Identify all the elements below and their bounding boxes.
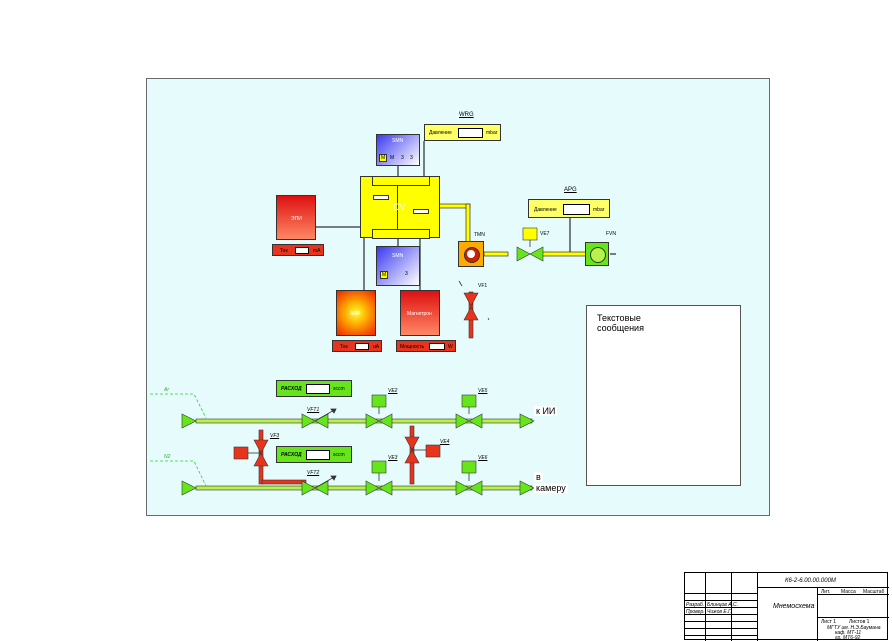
org-line2: каф. МТ-11 (835, 630, 862, 636)
smn-bottom-value: 3 (405, 271, 408, 277)
chamber-port-right (413, 209, 429, 214)
ve6-label: VE6 (478, 455, 488, 461)
drawing-title-block: К6-2-6.00.00.000М Мнемосхема Лит. Масса … (684, 572, 889, 641)
doc-code: К6-2-6.00.00.000М (785, 578, 836, 584)
to-chamber-label-1: в (534, 472, 543, 482)
epi-current-unit: mA (313, 248, 321, 254)
magnetron-power-value (429, 343, 445, 350)
aii-current-label: Ток (340, 344, 348, 350)
to-chamber-label-2: камеру (534, 483, 568, 493)
epi-current-label: Ток (280, 248, 288, 254)
chamber-bottom-flange (372, 229, 430, 239)
apg-unit: mbar (593, 207, 605, 213)
check-role: Провер. (686, 609, 705, 615)
wrg-pressure-label: Давление (429, 130, 452, 136)
smn-bottom-label: SMN (392, 253, 404, 259)
ve3-label: VE3 (388, 455, 398, 461)
vft2-label: VFT2 (307, 470, 320, 476)
sheet-number: Лист 1 (821, 619, 837, 625)
tmn-hub-icon (467, 250, 475, 258)
ve4-label: VE4 (440, 439, 450, 445)
flow2-unit: sccm (333, 452, 345, 458)
flow-gauge-ar: РАСХОД sccm (276, 380, 352, 397)
chamber-axis (397, 185, 398, 229)
ve2-label: VE2 (388, 388, 398, 394)
sheet-count: Листов 1 (849, 619, 870, 625)
tmn-label: TMN (474, 232, 485, 238)
apg-pressure-gauge: Давление mbar (528, 199, 610, 218)
epi-current-value (295, 247, 309, 254)
col-scale: Масштаб (863, 589, 885, 595)
fvn-rotor-icon (590, 247, 606, 263)
epi-label: ЭПИ (291, 216, 302, 222)
org-line3: гр. МТ6-92 (835, 635, 861, 641)
smn-top-value-a: M (390, 155, 395, 161)
smn-top-readout: M (379, 154, 388, 162)
flow1-label: РАСХОД (281, 386, 302, 392)
col-lit: Лит. (821, 589, 831, 595)
vf3-label: VF3 (270, 433, 280, 439)
gas-n2-label: N2 (164, 454, 171, 460)
smn-pump-bottom[interactable]: SMN M 3 (376, 246, 420, 286)
aii-current-value (355, 343, 369, 350)
org-line1: МГТУ им. Н.Э.Баумана (827, 625, 881, 631)
magnetron[interactable]: Магнетрон (400, 290, 440, 336)
apg-pressure-label: Давление (534, 207, 557, 213)
dev-name: Блинцов А.С. (707, 602, 738, 608)
apg-label: APG (564, 187, 577, 193)
dev-role: Разраб. (686, 602, 705, 608)
messages-title-line1: Текстовые (597, 313, 641, 323)
chamber-top-flange (372, 176, 430, 186)
to-ion-source-label: к ИИ (534, 406, 558, 416)
gas-ar-label: Ar (164, 387, 169, 393)
aii-label: АИИ (350, 311, 361, 317)
magnetron-power-label: Мощность (400, 344, 425, 350)
tmn-pump[interactable] (458, 241, 484, 267)
flow2-value (306, 450, 330, 460)
col-mass: Масса (841, 589, 856, 595)
flow2-label: РАСХОД (281, 452, 302, 458)
vft1-label: VFT1 (307, 407, 320, 413)
smn-bottom-readout: M (380, 271, 389, 279)
magnetron-power-unit: W (448, 344, 453, 350)
smn-top-value-b: 3 (401, 155, 404, 161)
doc-name: Мнемосхема (773, 603, 815, 610)
messages-title-line2: сообщения (597, 323, 644, 333)
wrg-label: WRG (459, 112, 474, 118)
wrg-pressure-gauge: Давление mbar (424, 124, 501, 141)
magnetron-label: Магнетрон (407, 311, 432, 317)
wrg-pressure-value (458, 128, 483, 138)
aii-current-gauge: Ток uA (332, 340, 382, 352)
apg-pressure-value (563, 204, 590, 215)
epi-source[interactable]: ЭПИ (276, 195, 316, 240)
wrg-unit: mbar (486, 130, 498, 136)
aii-current-unit: uA (373, 344, 380, 350)
vf1-label: VF1 (478, 283, 488, 289)
flow-gauge-n2: РАСХОД sccm (276, 446, 352, 463)
chamber-port-left (373, 195, 389, 200)
check-name: Чижов Е.Г. (707, 609, 732, 615)
fvn-forevacuum-pump[interactable] (585, 242, 609, 266)
magnetron-power-gauge: Мощность W (396, 340, 456, 352)
flow1-value (306, 384, 330, 394)
epi-current-gauge: Ток mA (272, 244, 324, 256)
smn-top-value-c: 3 (410, 155, 413, 161)
smn-pump-top[interactable]: SMN M M 3 3 (376, 134, 420, 166)
smn-top-label: SMN (392, 138, 404, 144)
ve7-label: VE7 (540, 231, 550, 237)
aii-source[interactable]: АИИ (336, 290, 376, 336)
chamber-label: CV (393, 202, 406, 212)
flow1-unit: sccm (333, 386, 345, 392)
fvn-label: FVN (606, 231, 616, 237)
text-messages-panel: Текстовые сообщения (586, 305, 741, 486)
vacuum-chamber[interactable]: CV (360, 176, 440, 239)
ve5-label: VE5 (478, 388, 488, 394)
